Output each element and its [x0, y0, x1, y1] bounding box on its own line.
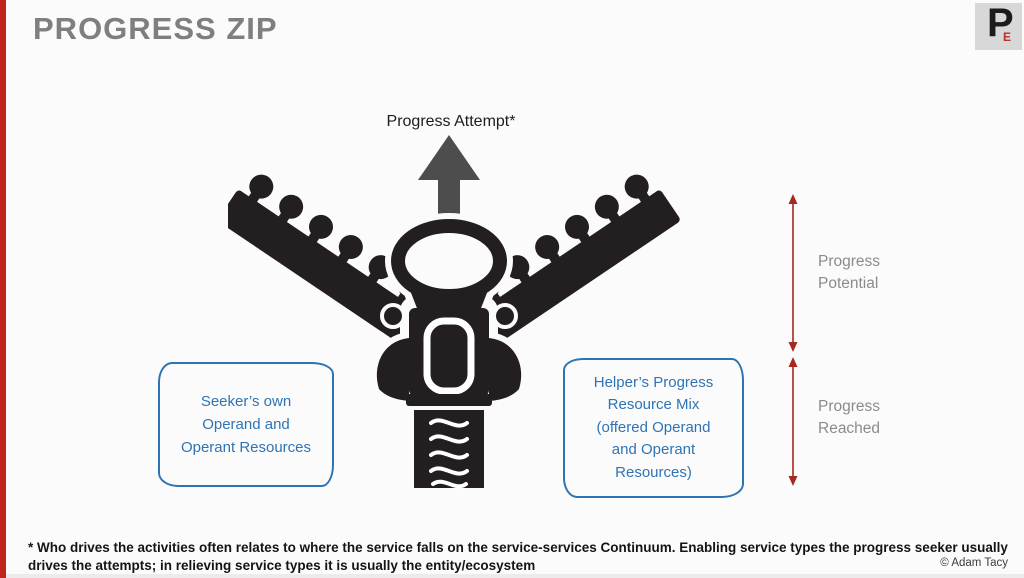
helper-box-line: and Operant — [611, 441, 696, 459]
slide-title: PROGRESS ZIP — [33, 11, 278, 46]
measure-arrows — [788, 194, 798, 486]
helper-box-line: Resources) — [615, 463, 692, 481]
progress-attempt-label: Progress Attempt* — [386, 113, 516, 130]
progress-reached-arrow — [788, 357, 798, 486]
bottom-edge-strip — [6, 574, 1024, 578]
logo-letter-p: P — [987, 1, 1014, 45]
helper-box-line: Helper’s Progress — [593, 373, 714, 391]
brand-logo: P E — [975, 1, 1022, 50]
zipper-slider — [376, 219, 522, 406]
seeker-box-line: Operant Resources — [180, 439, 312, 457]
seeker-resources-box: Seeker’s own Operand and Operant Resourc… — [158, 362, 334, 487]
footnote: * Who drives the activities often relate… — [28, 540, 1008, 574]
progress-attempt-arrow — [418, 135, 480, 243]
seeker-box-line: Operand and — [202, 415, 290, 433]
helper-resources-box: Helper’s Progress Resource Mix (offered … — [563, 358, 744, 498]
copyright: © Adam Tacy — [940, 557, 1008, 569]
helper-box-line: (offered Operand — [596, 418, 711, 436]
left-accent-bar — [0, 0, 6, 578]
progress-reached-label: Progress Reached — [818, 398, 881, 437]
progress-potential-arrow — [788, 194, 798, 352]
zipper-closed-strip — [414, 410, 484, 489]
seeker-box-line: Seeker’s own — [200, 392, 292, 410]
zipper-illustration — [228, 135, 682, 489]
helper-box-line: Resource Mix — [607, 396, 700, 414]
logo-letter-e: E — [1003, 30, 1012, 44]
progress-potential-label: Progress Potential — [818, 253, 881, 292]
